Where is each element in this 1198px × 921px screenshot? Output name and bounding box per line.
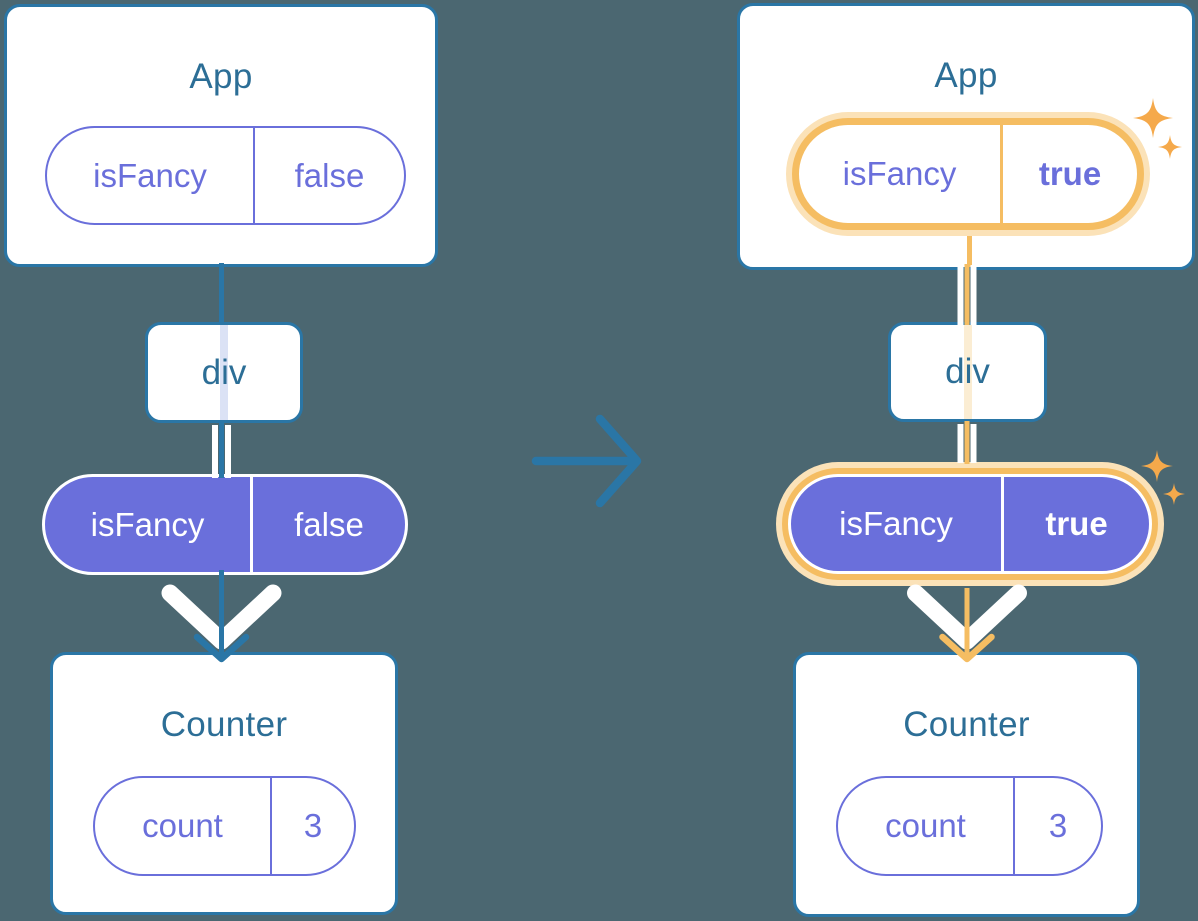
counter-card-before: Counter count 3 xyxy=(50,652,398,915)
sparkle-icon xyxy=(1141,450,1173,482)
prop-value: true xyxy=(1000,125,1137,223)
prop-pipe-div-pill-before xyxy=(212,421,231,478)
prop-pipe-div-pill-after xyxy=(957,421,977,464)
prop-name: isFancy xyxy=(839,505,953,542)
counter-card-after: Counter count 3 xyxy=(793,652,1140,917)
prop-value: false xyxy=(253,128,404,223)
prop-name: isFancy xyxy=(90,505,205,543)
state-name: count xyxy=(142,807,223,844)
prop-through-line xyxy=(963,325,972,419)
arrow-pill-counter-before xyxy=(161,570,282,663)
app-prop-pill-before: isFancy false xyxy=(45,126,406,225)
state-value: 3 xyxy=(1013,778,1101,874)
div-label: div xyxy=(201,352,247,392)
state-name: count xyxy=(885,807,966,844)
div-box-before: div xyxy=(145,322,303,423)
sparkle-icon xyxy=(1163,483,1185,505)
app-title: App xyxy=(189,57,253,96)
prop-name: isFancy xyxy=(842,155,957,192)
div-box-after: div xyxy=(888,322,1047,422)
passed-prop-pill-before: isFancy false xyxy=(42,474,408,575)
big-white-chevron xyxy=(907,584,1027,650)
sparkles-passed-pill-icon xyxy=(1141,450,1185,505)
counter-title: Counter xyxy=(160,705,288,744)
prop-line xyxy=(967,236,972,267)
arrow-head xyxy=(595,414,642,508)
app-card-after: App isFancy true xyxy=(737,3,1195,270)
counter-state-pill-after: count 3 xyxy=(836,776,1103,876)
prop-value: true xyxy=(1001,477,1149,571)
counter-state-pill-before: count 3 xyxy=(93,776,356,876)
big-white-chevron xyxy=(161,584,282,650)
prop-pipe-app-div-after xyxy=(957,264,977,325)
prop-value: false xyxy=(250,477,405,572)
prop-name: isFancy xyxy=(93,156,207,194)
app-title: App xyxy=(934,56,998,95)
transition-arrow-icon xyxy=(531,414,642,508)
arrow-pill-counter-after xyxy=(907,584,1027,663)
prop-through-line xyxy=(220,325,228,420)
state-value: 3 xyxy=(270,778,354,874)
app-card-before: App isFancy false xyxy=(4,4,438,267)
passed-prop-pill-after-highlighted: isFancy true xyxy=(788,474,1152,574)
div-label: div xyxy=(945,352,990,391)
counter-title: Counter xyxy=(903,705,1030,744)
app-prop-pill-after-highlighted: isFancy true xyxy=(792,118,1144,230)
